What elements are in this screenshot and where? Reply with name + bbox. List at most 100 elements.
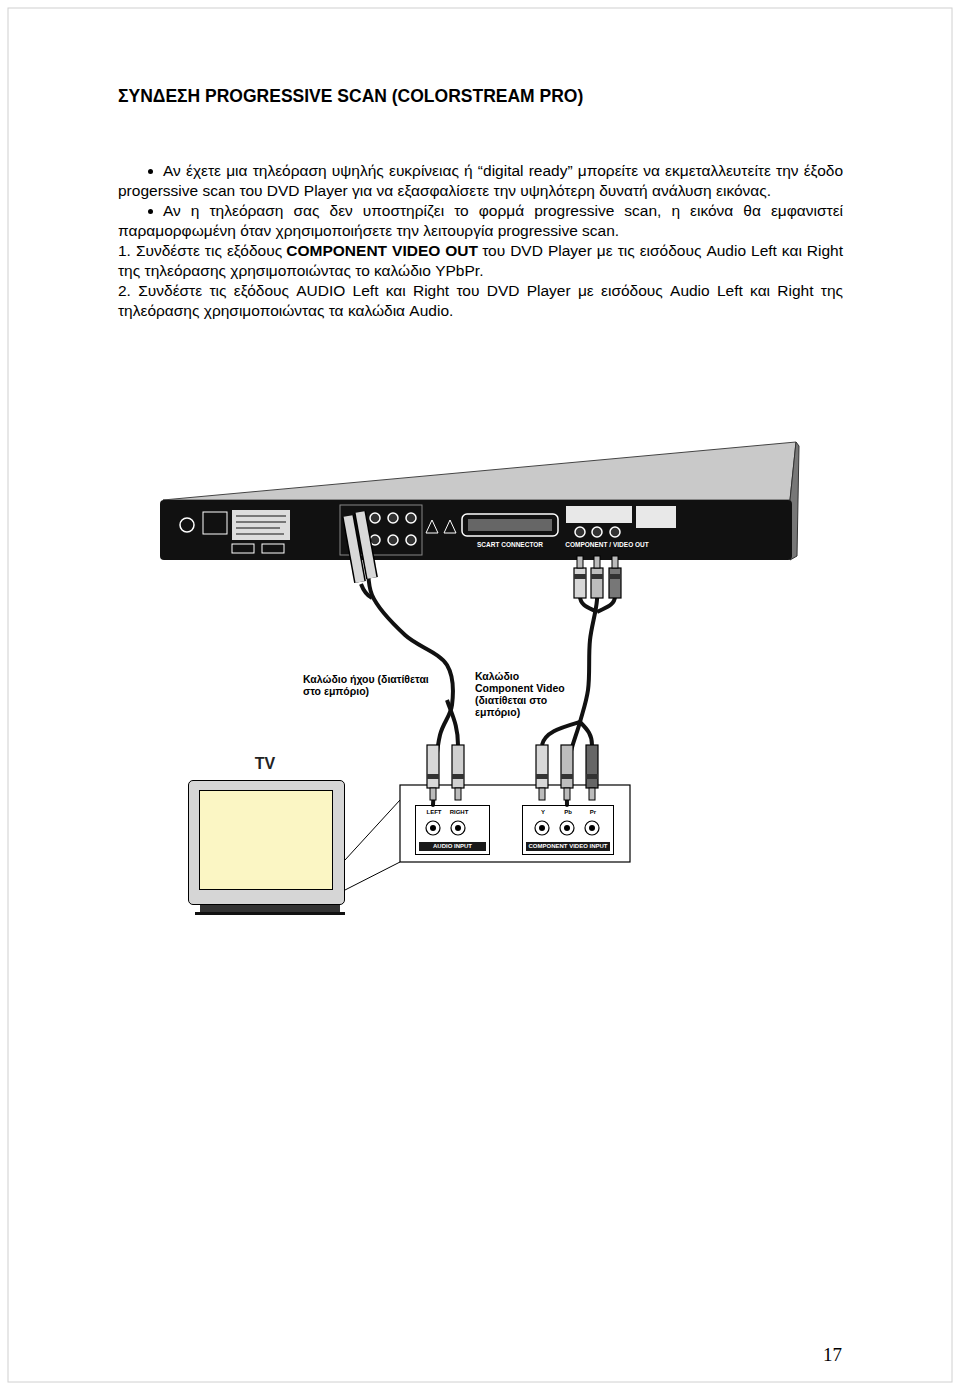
tv-set: TV (188, 780, 345, 905)
dvd-player (406, 535, 416, 545)
plug-tip (594, 556, 600, 568)
panel-caption: COMPONENT VIDEO INPUT (526, 842, 610, 851)
plug-body (574, 568, 586, 598)
plug-body (427, 745, 439, 788)
rca-plug (586, 745, 598, 800)
bold-term: COMPONENT VIDEO OUT (286, 242, 478, 259)
dvd-player (236, 533, 284, 535)
dvd-player (462, 514, 558, 536)
plug-tip (539, 788, 545, 800)
dvd-rear-panel: SCART CONNECTOR COMPONENT / VIDEO OUT (160, 500, 792, 560)
dvd-player (388, 535, 398, 545)
tv-stand (195, 912, 345, 915)
zoom-lines (345, 800, 400, 890)
plug-tip (430, 788, 436, 800)
cable-strands (580, 722, 592, 745)
bullet-dot (148, 169, 153, 174)
plug-band (452, 774, 464, 779)
dvd-player (575, 527, 585, 537)
tv-input-panel (400, 785, 630, 862)
cable-strands (361, 584, 615, 745)
jack-label: TV (255, 755, 275, 773)
panel-caption: AUDIO INPUT (419, 842, 486, 851)
plug-body (609, 568, 621, 598)
jack-label: Pb (564, 809, 572, 816)
jack-label: Y (541, 809, 545, 816)
body-sentence: Αν έχετε μια τηλεόραση υψηλής ευκρίνειας… (118, 162, 843, 199)
rca-plug (452, 745, 464, 800)
body-sentence: Αν η τηλεόραση σας δεν υποστηρίζει το φο… (118, 202, 843, 239)
dvd-player (236, 515, 286, 517)
dvd-player (444, 520, 456, 533)
plug-band (561, 774, 573, 779)
paragraph: 1. Συνδέστε τις εξόδουςCOMPONENT VIDEO O… (118, 241, 843, 281)
jack-label: LEFT (427, 809, 442, 816)
page-frame (8, 8, 952, 1382)
tv-input-panel (589, 825, 595, 831)
paragraph: Αν η τηλεόραση σας δεν υποστηρίζει το φο… (118, 201, 843, 241)
dvd-player (180, 518, 194, 532)
rca-plug (427, 745, 439, 800)
plug-band (574, 574, 586, 579)
cable-callout: Καλώδιο ήχου (διατίθεται στο εμπόριο) (303, 673, 435, 697)
tv-input-panel (451, 821, 465, 835)
tv-input-panel (539, 825, 545, 831)
jack-label: SCART CONNECTOR (477, 541, 543, 548)
dvd-player (262, 544, 284, 553)
plug-band (536, 774, 548, 779)
jack-label: RIGHT (450, 809, 469, 816)
dvd-player (160, 500, 792, 560)
page-title: ΣΥΝΔΕΣΗ PROGRESSIVE SCAN (COLORSTREAM PR… (118, 86, 583, 107)
dvd-player (426, 520, 438, 533)
cable-strands (361, 584, 372, 598)
plug-tip (589, 788, 595, 800)
dvd-player (592, 527, 602, 537)
dvd-player (232, 510, 290, 540)
plug-tip (612, 556, 618, 568)
plug-outline (360, 512, 372, 578)
tv-input-panel (564, 825, 570, 831)
dvd-player (566, 506, 632, 523)
tv-stand (195, 905, 345, 915)
zoom-lines (345, 862, 400, 890)
paragraph: 2. Συνδέστε τις εξόδους AUDIO Left και R… (118, 281, 843, 321)
jack-label: COMPONENT / VIDEO OUT (565, 541, 648, 548)
tv-input-panel (426, 821, 440, 835)
plug-body (561, 745, 573, 788)
rca-plugs (348, 512, 621, 800)
dvd-player (636, 506, 676, 528)
rca-plug (561, 745, 573, 800)
cable-strands (447, 700, 458, 745)
dvd-player (160, 442, 799, 560)
plug-tip (455, 788, 461, 800)
rca-plug (609, 556, 621, 598)
tv-input-panel (455, 825, 461, 831)
paragraph: Αν έχετε μια τηλεόραση υψηλής ευκρίνειας… (118, 161, 843, 201)
dvd-player (232, 544, 254, 553)
plug-tip (577, 556, 583, 568)
rca-plug (574, 556, 586, 598)
plug-body (360, 512, 372, 578)
dvd-player (406, 513, 416, 523)
bullet-dot (148, 209, 153, 214)
plug-body (536, 745, 548, 788)
rca-plug (536, 745, 548, 800)
page-number: 17 (823, 1344, 842, 1366)
dvd-player (203, 512, 227, 534)
dvd-player (388, 513, 398, 523)
component-input-group: YPbPrCOMPONENT VIDEO INPUT (522, 805, 614, 855)
plug-body (591, 568, 603, 598)
plug-band (427, 774, 439, 779)
tv-input-panel (430, 825, 436, 831)
dvd-player (370, 513, 380, 523)
dvd-player (236, 527, 280, 529)
tv-screen (199, 790, 333, 890)
plug-body (586, 745, 598, 788)
plug-band (609, 574, 621, 579)
body-text: Αν έχετε μια τηλεόραση υψηλής ευκρίνειας… (118, 161, 843, 321)
dvd-player (610, 527, 620, 537)
plug-body (452, 745, 464, 788)
body-sentence: 1. Συνδέστε τις εξόδους (118, 242, 282, 259)
rca-plug (591, 556, 603, 598)
